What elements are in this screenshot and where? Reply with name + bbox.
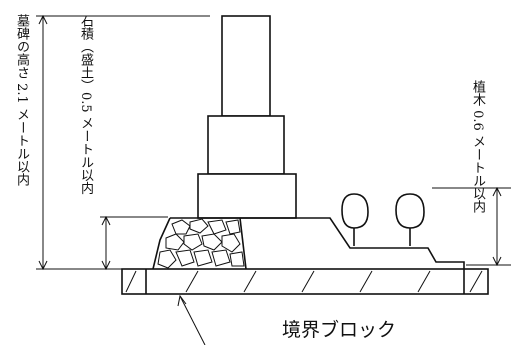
stone-wall-height-dimension	[100, 215, 168, 271]
plant-label: 植木 0.6 メートル以内	[470, 80, 485, 213]
tombstone	[170, 15, 465, 269]
boundary-block-label: 境界ブロック	[282, 319, 397, 341]
tombstone-height-dimension	[36, 14, 210, 271]
plant-left	[341, 193, 369, 246]
tombstone-height-label: 墓碑の高さ 2.1 メートル以内	[14, 14, 29, 186]
boundary-block	[121, 268, 489, 295]
stone-wall	[152, 217, 247, 270]
boundary-block-leader	[177, 294, 206, 345]
plant-height-dimension	[432, 186, 511, 267]
stone-wall-label: 石積（盛土）0.5 メートル以内	[78, 14, 93, 195]
plant-right	[395, 193, 425, 246]
